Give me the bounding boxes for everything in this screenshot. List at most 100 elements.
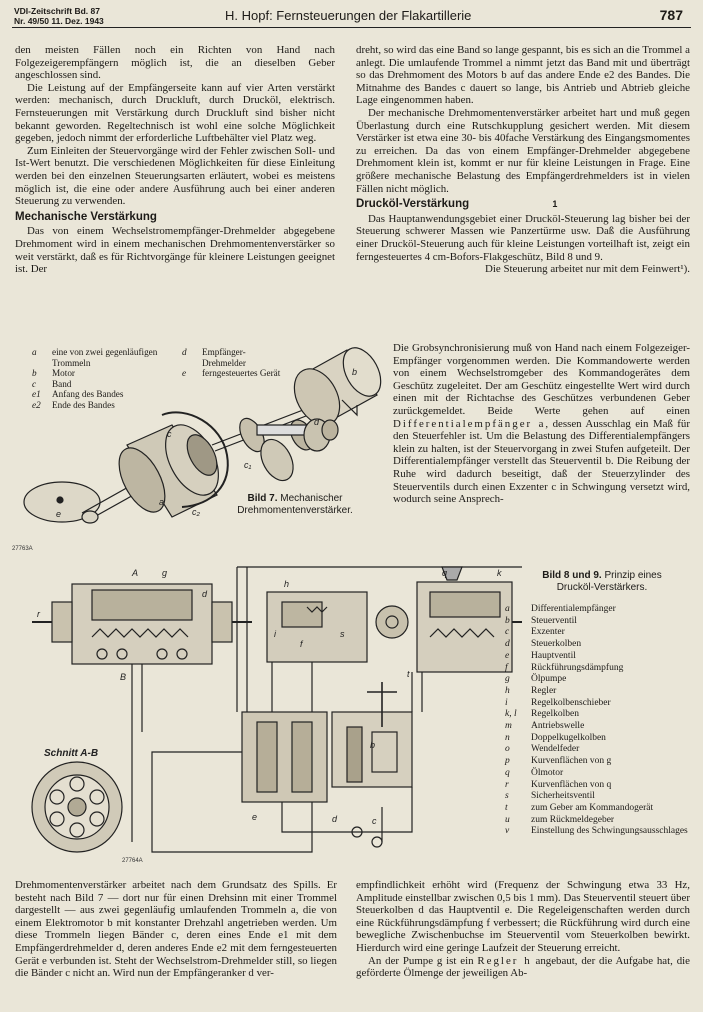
- legend-text: Steuerkolben: [531, 639, 582, 650]
- legend-key: b: [505, 615, 510, 626]
- label-e: e: [56, 509, 61, 519]
- legend-text: Ölpumpe: [531, 674, 567, 685]
- paragraph: Das Hauptanwendungsgebiet einer Drucköl-…: [356, 212, 690, 263]
- legend-text: zum Geber am Kommandogerät: [531, 802, 654, 813]
- legend-item: g Ölpumpe: [505, 674, 695, 686]
- legend-key: f: [505, 662, 508, 673]
- figure8-stamp: 27764A: [122, 858, 143, 864]
- running-title: H. Hopf: Fernsteuerungen der Flakartille…: [225, 8, 472, 23]
- figure7-drawing: a b c d e c₁ c₂ 27763A: [12, 347, 382, 552]
- section-label: Schnitt A-B: [44, 748, 98, 759]
- legend-item: r Kurvenflächen von q: [505, 780, 695, 792]
- label-e1: c₁: [244, 460, 252, 470]
- label-f: f: [300, 639, 304, 649]
- label-t: t: [407, 669, 410, 679]
- legend-text: Ölmotor: [531, 767, 564, 778]
- legend-key: v: [505, 826, 510, 837]
- bottom-left-column: Drehmomentenverstärker arbeitet nach dem…: [15, 879, 337, 980]
- label-h: h: [284, 579, 289, 589]
- legend-key: h: [505, 685, 510, 696]
- label-i: i: [274, 629, 277, 639]
- label-d: d: [332, 814, 338, 824]
- figure7-caption: Bild 7. Mechanischer Drehmomentenverstär…: [237, 493, 353, 516]
- legend-text: zum Rückmeldegeber: [531, 814, 615, 825]
- legend-key: c: [505, 627, 510, 638]
- label-a: a: [159, 497, 164, 507]
- figure8-legend: a Differentialempfänger b Steuerventil c Exze…: [505, 604, 695, 838]
- paragraph: Zum Einleiten der Steuervorgänge wird de…: [15, 144, 335, 208]
- bottom-right-column: empfindlichkeit erhöht wird (Frequenz de…: [356, 879, 690, 980]
- label-b: b: [352, 367, 357, 377]
- legend-text: Steuerventil: [531, 615, 577, 626]
- legend-key: a: [505, 604, 510, 614]
- legend-text: Sicherheitsventil: [531, 791, 595, 802]
- legend-item: q Ölmotor: [505, 768, 695, 780]
- legend-text: Kurvenflächen von g: [531, 756, 612, 767]
- journal-line-1: VDI-Zeitschrift Bd. 87: [14, 6, 100, 16]
- legend-text: Regler: [531, 685, 557, 696]
- legend-key: d: [505, 639, 510, 650]
- paragraph: Die Grobsynchronisierung muß von Hand na…: [393, 342, 691, 506]
- legend-text: Differentialempfänger: [531, 604, 616, 614]
- legend-item: a Differentialempfänger: [505, 604, 695, 616]
- legend-item: s Sicherheitsventil: [505, 791, 695, 803]
- legend-text: Einstellung des Schwingungsausschlages: [531, 826, 688, 837]
- label-q: q: [442, 568, 447, 578]
- legend-key: q: [505, 767, 510, 778]
- legend-text: Kurvenflächen von q: [531, 779, 612, 790]
- legend-key: u: [505, 814, 510, 825]
- label-B: B: [120, 672, 126, 682]
- legend-key: g: [505, 674, 510, 685]
- legend-item: e Hauptventil: [505, 651, 695, 663]
- legend-key: i: [505, 697, 508, 708]
- legend-text: Exzenter: [531, 627, 565, 638]
- legend-item: t zum Geber am Kommandogerät: [505, 803, 695, 815]
- legend-key: k, l: [505, 709, 517, 720]
- header-rule: [12, 27, 691, 28]
- section-heading: Mechanische Verstärkung: [15, 210, 157, 223]
- label-b: b: [370, 740, 375, 750]
- legend-key: t: [505, 802, 508, 813]
- paragraph: den meisten Fällen noch ein Richten von …: [15, 44, 335, 82]
- legend-text: Antriebswelle: [531, 721, 585, 732]
- figure8-caption: Bild 8 und 9. Prinzip eines Drucköl-Vers…: [542, 570, 662, 593]
- legend-text: Hauptventil: [531, 650, 576, 661]
- legend-text: Doppelkugelkolben: [531, 732, 606, 743]
- legend-key: p: [505, 756, 510, 767]
- legend-key: s: [505, 791, 509, 802]
- legend-key: e: [505, 650, 510, 661]
- label-A: A: [131, 568, 138, 578]
- journal-line-2: Nr. 49/50 11. Dez. 1943: [14, 16, 104, 26]
- page-number: 787: [659, 7, 683, 23]
- legend-item: m Antriebswelle: [505, 721, 695, 733]
- section-heading: Drucköl-Verstärkung 1: [356, 198, 558, 211]
- legend-text: Wendelfeder: [531, 744, 580, 755]
- label-s: s: [340, 629, 345, 639]
- paragraph: Die Leistung auf der Empfängerseite kann…: [15, 81, 335, 145]
- paragraph: Das von einem Wechselstromempfänger-Dreh…: [15, 225, 335, 276]
- legend-item: u zum Rückmeldegeber: [505, 815, 695, 827]
- label-r: r: [37, 609, 41, 619]
- legend-key: r: [505, 779, 509, 790]
- legend-key: m: [505, 721, 512, 732]
- paragraph: dreht, so wird das eine Band so lange ge…: [356, 44, 690, 107]
- right-column-wrapped: Die Grobsynchronisierung muß von Hand na…: [393, 342, 690, 506]
- label-e: e: [252, 812, 257, 822]
- figure8-drawing: A g d r B h f i s e d c b t q k Schnitt …: [31, 566, 522, 864]
- paragraph: Drehmomentenverstärker arbeitet nach dem…: [15, 879, 337, 980]
- label-c: c: [167, 429, 172, 439]
- legend-item: d Steuerkolben: [505, 639, 695, 651]
